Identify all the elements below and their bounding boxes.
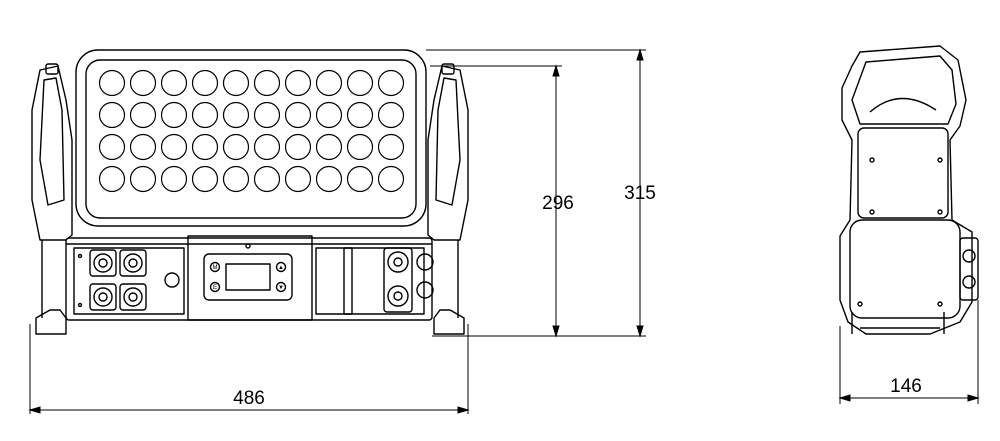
led-lens	[222, 101, 250, 129]
led-lens	[253, 69, 281, 97]
led-lens	[315, 133, 343, 161]
yoke-left-arm	[31, 63, 73, 241]
led-lens	[346, 133, 374, 161]
led-lens	[377, 101, 405, 129]
led-lens	[191, 165, 219, 193]
depth-dimension-label: 146	[890, 376, 922, 397]
down-button-label: ▼	[278, 285, 284, 291]
led-lens	[346, 165, 374, 193]
front-view	[31, 49, 469, 335]
enter-button	[209, 281, 221, 293]
led-lens	[98, 101, 126, 129]
led-lens	[160, 101, 188, 129]
left-connectors	[77, 249, 180, 311]
led-lens	[315, 101, 343, 129]
led-lens	[160, 133, 188, 161]
led-lens	[222, 69, 250, 97]
led-lens	[98, 69, 126, 97]
enter-button-label: E	[213, 285, 217, 291]
yoke-right-arm	[427, 63, 469, 241]
led-lens	[191, 133, 219, 161]
led-lens	[129, 101, 157, 129]
led-lens	[222, 133, 250, 161]
led-lens	[284, 101, 312, 129]
led-lens	[253, 165, 281, 193]
menu-button	[209, 261, 221, 273]
led-lens	[377, 69, 405, 97]
led-lens	[98, 133, 126, 161]
lens-frame	[85, 59, 417, 219]
led-lens	[284, 69, 312, 97]
led-lens	[377, 133, 405, 161]
led-lens	[98, 165, 126, 193]
led-lens	[129, 165, 157, 193]
head-housing	[75, 49, 427, 227]
led-lens	[346, 101, 374, 129]
led-lens	[160, 165, 188, 193]
down-button	[275, 281, 287, 293]
right-connectors	[383, 247, 434, 313]
led-lens	[191, 101, 219, 129]
led-lens	[284, 133, 312, 161]
led-matrix	[98, 69, 405, 193]
body-height-dimension-label: 296	[542, 193, 574, 214]
led-lens	[346, 69, 374, 97]
led-lens	[315, 69, 343, 97]
led-lens	[191, 69, 219, 97]
up-button-label: ▲	[278, 265, 284, 271]
menu-button-label: M	[213, 265, 218, 271]
width-dimension-label: 486	[233, 388, 265, 409]
total-height-dimension-label: 315	[624, 183, 656, 204]
led-lens	[129, 133, 157, 161]
dimension-lines	[28, 48, 980, 414]
led-lens	[253, 101, 281, 129]
control-panel	[203, 243, 293, 301]
led-lens	[284, 165, 312, 193]
led-lens	[315, 165, 343, 193]
display-screen	[225, 263, 271, 291]
led-lens	[377, 165, 405, 193]
led-lens	[222, 165, 250, 193]
side-view	[839, 45, 979, 335]
up-button	[275, 261, 287, 273]
led-lens	[160, 69, 188, 97]
led-lens	[253, 133, 281, 161]
led-lens	[129, 69, 157, 97]
